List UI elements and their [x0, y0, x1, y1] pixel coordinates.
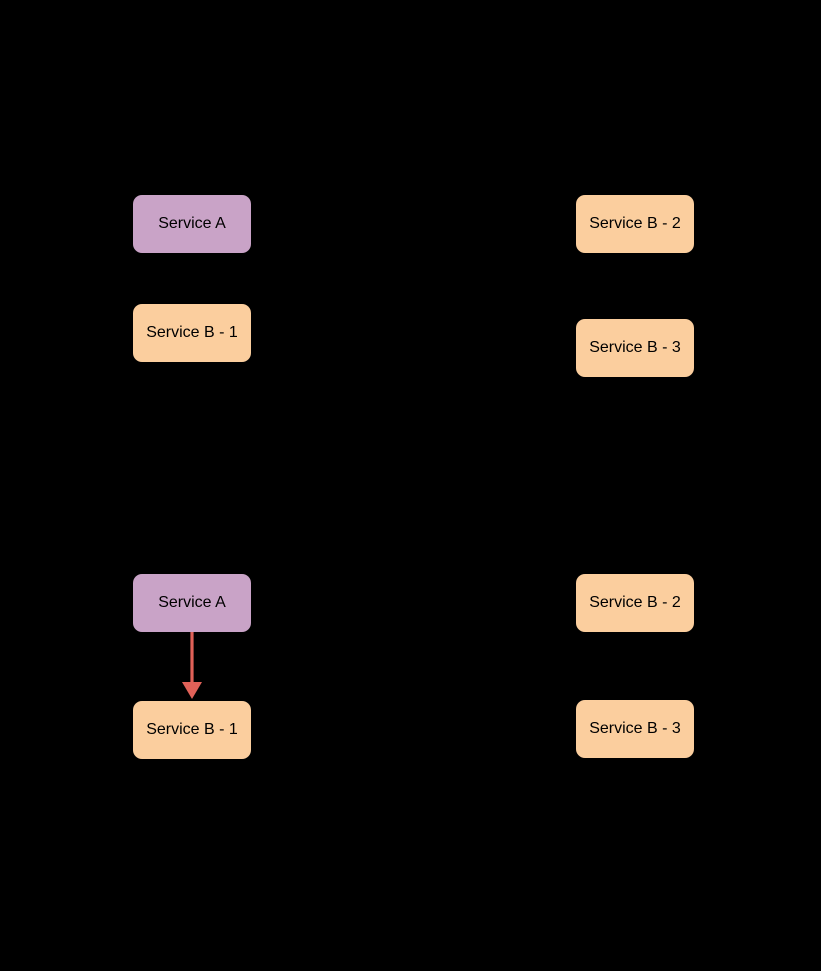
node-service-b3-before: Service B - 3: [576, 319, 694, 377]
node-label: Service A: [158, 594, 226, 611]
node-label: Service B - 1: [146, 721, 238, 738]
node-service-b2-before: Service B - 2: [576, 195, 694, 253]
arrow-service-a-to-service-b1: [182, 632, 202, 699]
node-service-b1-after: Service B - 1: [133, 701, 251, 759]
node-label: Service B - 2: [589, 594, 681, 611]
node-service-b3-after: Service B - 3: [576, 700, 694, 758]
node-label: Service B - 2: [589, 215, 681, 232]
node-service-a-after: Service A: [133, 574, 251, 632]
node-label: Service B - 3: [589, 339, 681, 356]
node-label: Service A: [158, 215, 226, 232]
node-service-b2-after: Service B - 2: [576, 574, 694, 632]
node-service-a-before: Service A: [133, 195, 251, 253]
node-label: Service B - 3: [589, 720, 681, 737]
node-service-b1-before: Service B - 1: [133, 304, 251, 362]
node-label: Service B - 1: [146, 324, 238, 341]
